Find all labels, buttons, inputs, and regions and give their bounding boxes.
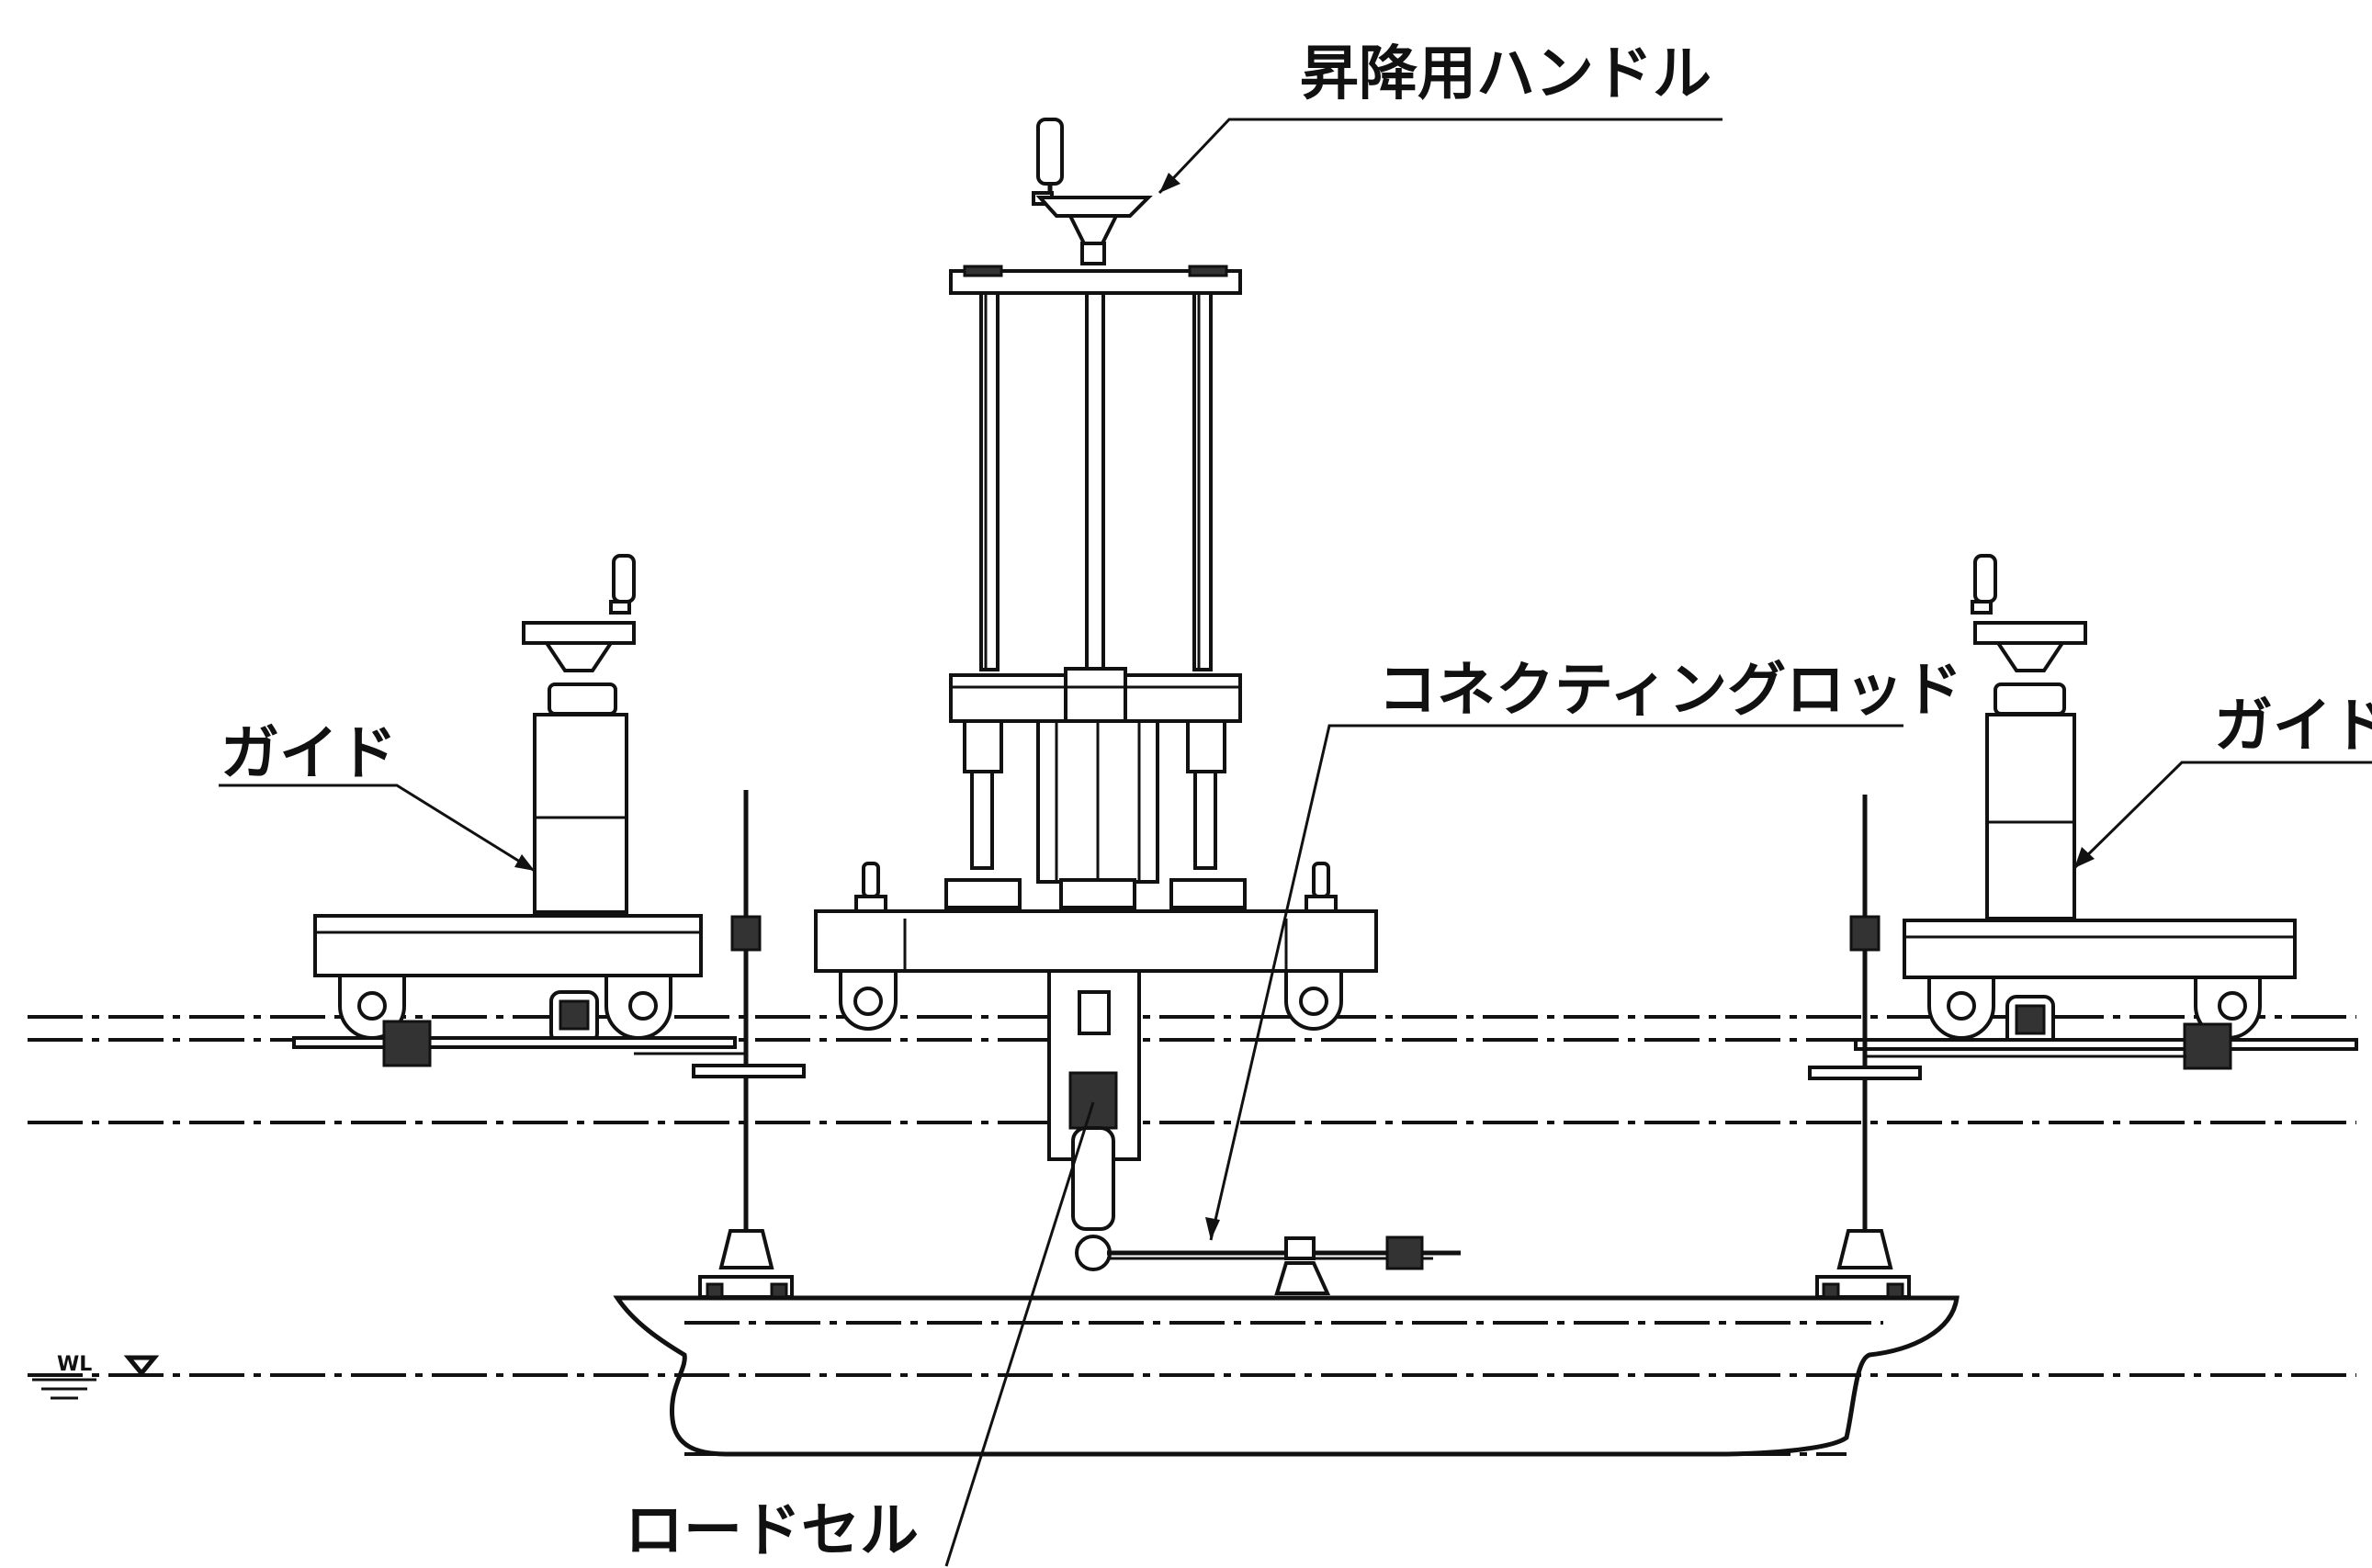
water-line: WL [28,1353,2356,1400]
center-wheel-right [1284,969,1343,1031]
center-carriage [814,862,1378,1271]
water-level-text: WL [57,1353,92,1376]
left-guide-label: ガイド [220,720,397,788]
center-wheel-left [839,969,898,1031]
load-cell-label: ロードセル [625,1497,919,1565]
lift-tower [944,118,1247,909]
left-guide-carriage [313,914,703,977]
load-cell-block [1068,1071,1118,1130]
water-level-mark [123,1355,160,1377]
right-guide-column [1985,713,2076,920]
lift-handle-label: 昇降用ハンドル [1300,40,1711,108]
right-guide-label: ガイド [2214,693,2372,761]
left-guide [292,554,806,1299]
model-hull [613,1295,1960,1457]
center-carriage-body [814,909,1378,973]
leader-lines [219,118,2372,1567]
hand-wheel [1035,196,1153,218]
right-guide [1808,554,2358,1299]
connecting-rod-assembly [1107,1235,1461,1295]
lift-handle-grip [1036,118,1064,186]
right-guide-carriage [1903,919,2297,979]
connecting-rod-label: コネクティングロッド [1378,657,1962,725]
left-guide-column [533,713,628,914]
